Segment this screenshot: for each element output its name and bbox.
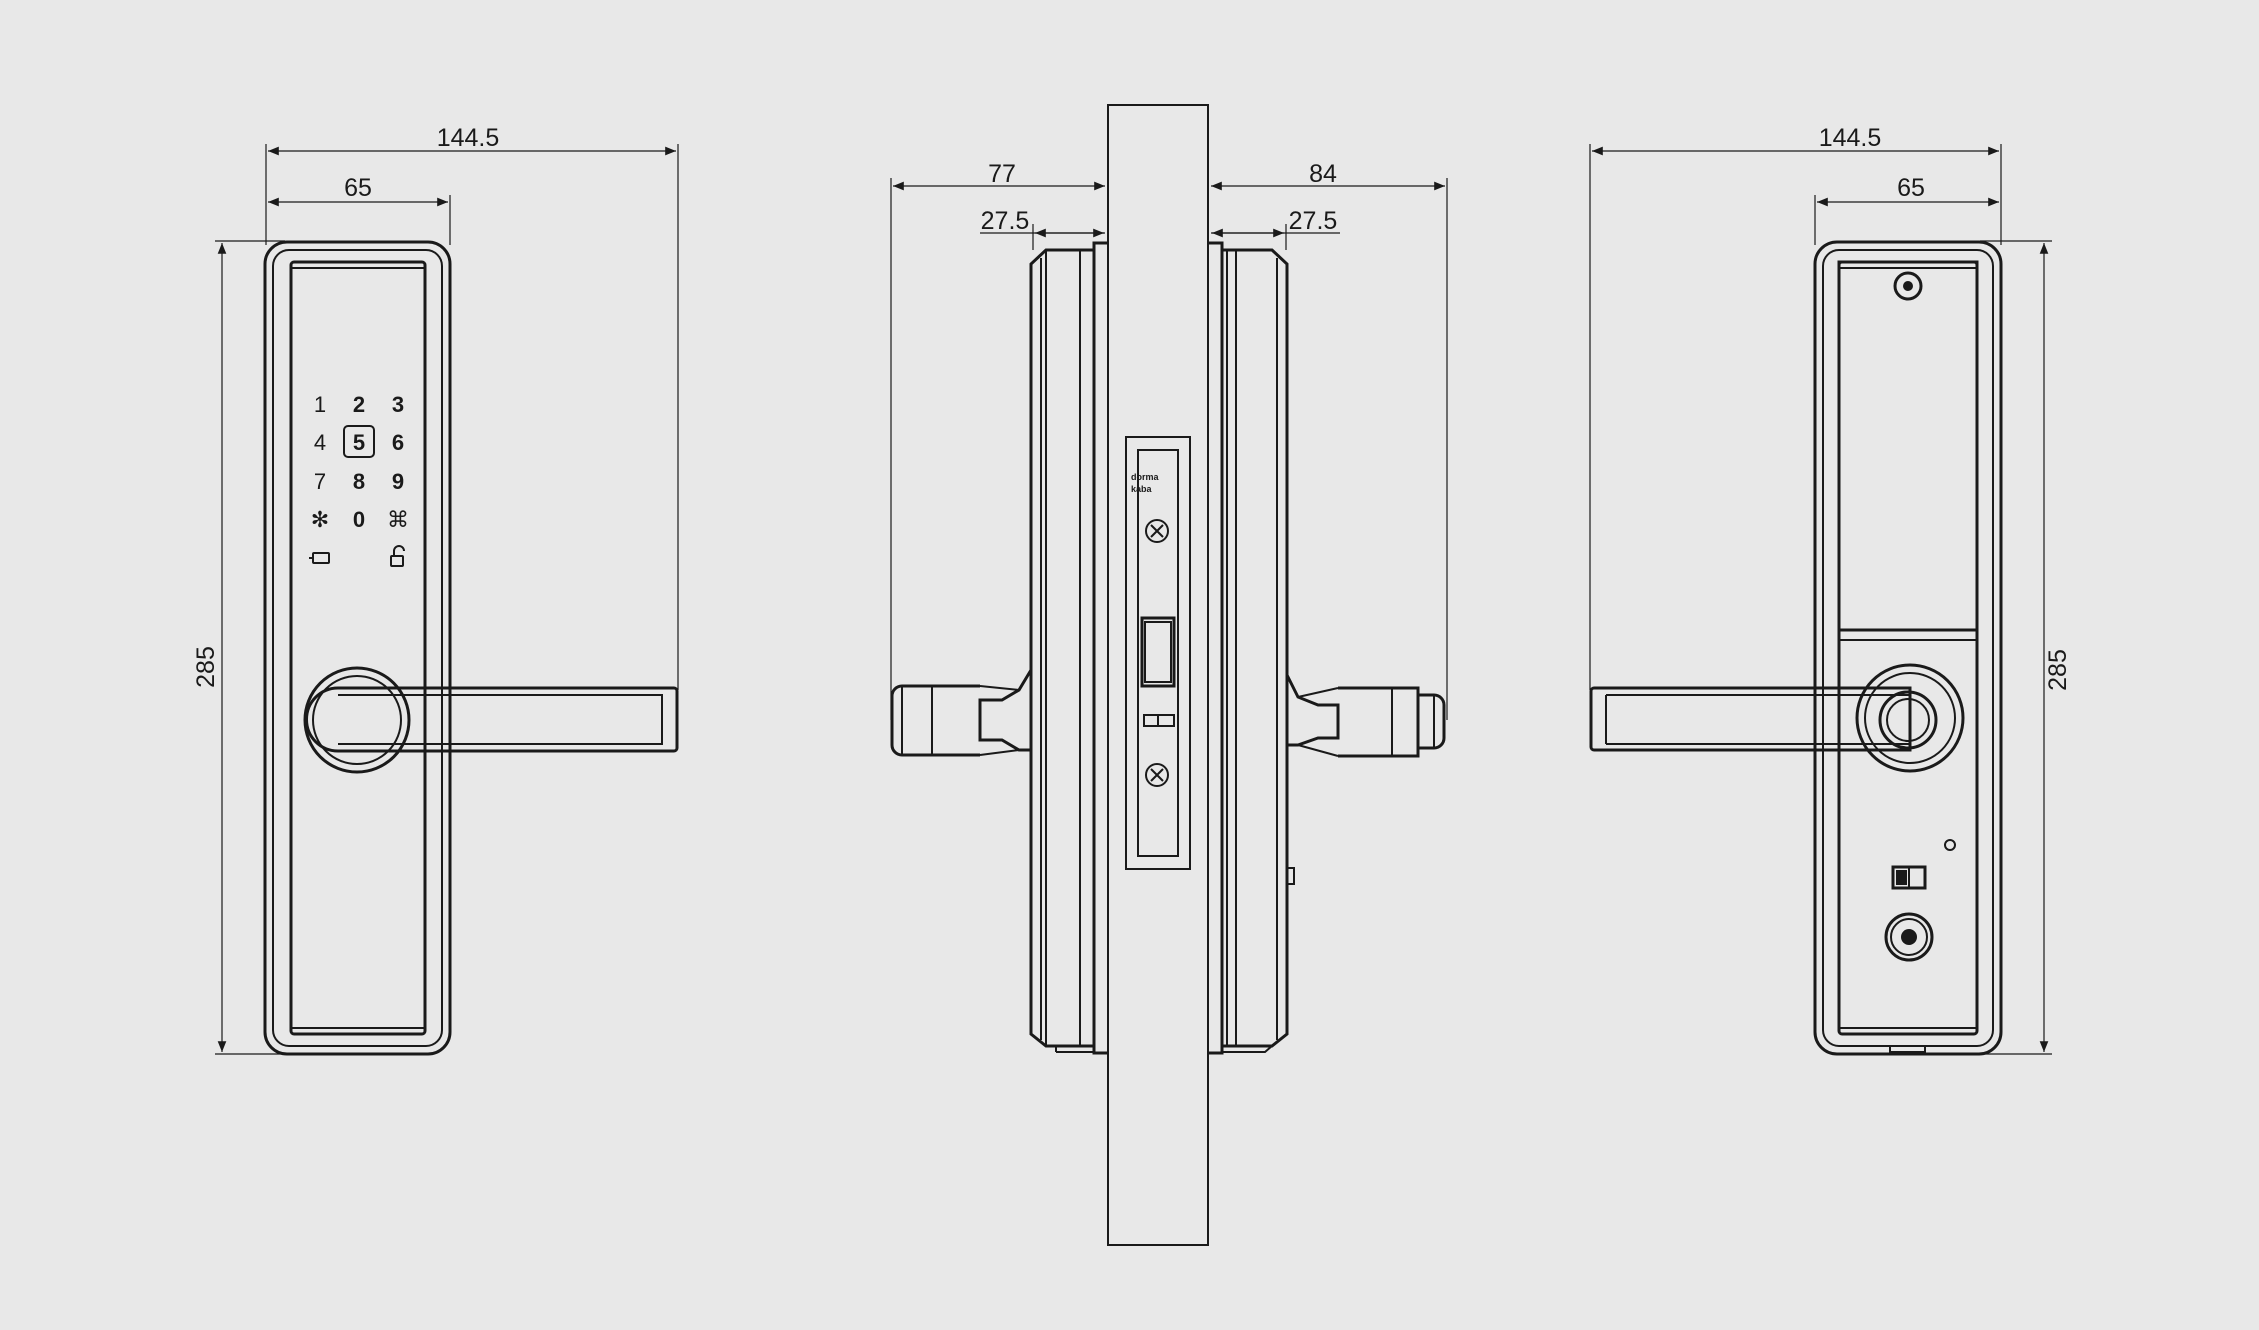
keypad-key-7: 7 <box>314 469 326 494</box>
back-dimension-total-width: 144.5 <box>1589 124 2002 690</box>
back-total-width-label: 144.5 <box>1819 124 1882 152</box>
front-total-width-label: 144.5 <box>437 124 500 152</box>
front-keypad: 1 2 3 4 5 6 7 8 9 ✻ 0 ⌘ <box>309 392 409 567</box>
front-view: 144.5 65 285 1 2 3 4 <box>192 124 679 1056</box>
side-dimension-right-escutcheon: 27.5 <box>1211 207 1340 250</box>
keypad-key-9: 9 <box>392 469 404 494</box>
side-left-escutcheon <box>1029 241 1109 1055</box>
keypad-key-star: ✻ <box>311 507 329 532</box>
front-height-label: 285 <box>192 646 220 688</box>
front-dimension-plate-width: 65 <box>268 174 451 245</box>
back-slide-switch <box>1891 865 1927 890</box>
keypad-key-5: 5 <box>353 430 365 455</box>
side-dimension-left-projection: 77 <box>890 160 1105 720</box>
front-plate-width-label: 65 <box>344 174 372 202</box>
mortise-screw-bottom <box>1145 763 1169 787</box>
right-projection-label: 84 <box>1309 160 1337 188</box>
card-icon <box>309 552 330 564</box>
back-height-label: 285 <box>2044 649 2072 691</box>
mortise-screw-top <box>1145 519 1169 543</box>
side-right-escutcheon <box>1207 241 1295 1055</box>
left-escutcheon-depth-label: 27.5 <box>981 207 1030 235</box>
keypad-key-hash: ⌘ <box>387 507 409 532</box>
back-led-indicator <box>1944 839 1956 851</box>
back-dimension-plate-width: 65 <box>1814 174 1999 245</box>
unlock-icon <box>390 545 405 567</box>
keypad-key-1: 1 <box>314 392 326 417</box>
right-escutcheon-depth-label: 27.5 <box>1289 207 1338 235</box>
door-slab <box>1107 104 1209 1246</box>
front-lever-handle <box>303 666 679 774</box>
side-dimension-left-escutcheon: 27.5 <box>980 207 1105 250</box>
back-key-cylinder <box>1884 912 1934 962</box>
mortise-brand-line2: kaba <box>1131 484 1153 494</box>
keypad-key-8: 8 <box>353 469 365 494</box>
back-lever-handle <box>1589 663 1965 773</box>
front-dimension-total-width: 144.5 <box>265 124 679 690</box>
keypad-highlight-frame <box>343 425 375 458</box>
keypad-key-2: 2 <box>353 392 365 417</box>
left-projection-label: 77 <box>988 160 1016 188</box>
back-dimension-height: 285 <box>1980 240 2072 1055</box>
mortise-brand-line1: dorma <box>1131 472 1160 482</box>
side-mortise-faceplate: dorma kaba <box>1125 436 1191 870</box>
front-escutcheon-plate <box>263 240 452 1056</box>
side-left-handle <box>890 664 1033 757</box>
thumb-turn-knob <box>1878 690 1938 750</box>
front-dimension-height: 285 <box>192 240 285 1055</box>
side-right-handle <box>1285 674 1446 758</box>
keypad-key-4: 4 <box>314 430 326 455</box>
keypad-key-6: 6 <box>392 430 404 455</box>
side-usb-port <box>1286 867 1295 885</box>
back-escutcheon-plate <box>1813 240 2003 1056</box>
keypad-key-0: 0 <box>353 507 365 532</box>
side-dimension-right-projection: 84 <box>1211 160 1448 720</box>
side-view: 77 27.5 84 27.5 <box>890 104 1448 1246</box>
keypad-key-3: 3 <box>392 392 404 417</box>
back-view: 144.5 65 285 <box>1589 124 2072 1056</box>
back-plate-width-label: 65 <box>1897 174 1925 202</box>
back-top-indicator <box>1893 271 1923 301</box>
battery-cover <box>1837 260 1979 632</box>
mortise-latch-bolt <box>1140 616 1176 688</box>
